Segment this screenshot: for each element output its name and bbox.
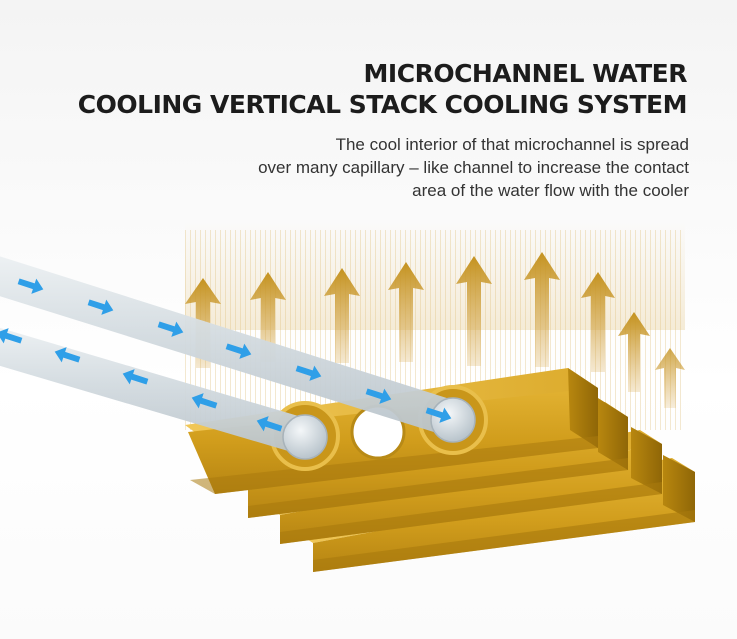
flow-arrow-icon — [365, 388, 392, 404]
flow-arrow-icon — [225, 343, 252, 359]
heat-arrow-icon — [388, 262, 424, 362]
heat-arrow-icon — [655, 348, 685, 408]
heat-arrow-icon — [456, 256, 492, 366]
flow-arrow-icon — [157, 321, 184, 337]
headline: MICROCHANNEL WATER COOLING VERTICAL STAC… — [77, 58, 688, 120]
flow-arrow-icon — [191, 393, 218, 409]
description: The cool interior of that microchannel i… — [129, 133, 689, 202]
flow-arrow-icon — [17, 278, 44, 294]
flow-arrow-icon — [87, 299, 114, 315]
description-line-3: area of the water flow with the cooler — [412, 181, 689, 200]
flow-arrow-icon — [295, 365, 322, 381]
heat-arrow-icon — [250, 272, 286, 362]
heat-arrow-icon — [618, 312, 650, 392]
description-line-2: over many capillary – like channel to in… — [258, 158, 689, 177]
flow-arrow-icon — [425, 407, 452, 423]
description-line-1: The cool interior of that microchannel i… — [335, 135, 689, 154]
flow-arrows — [0, 278, 452, 432]
heat-arrow-icon — [324, 268, 360, 363]
flow-arrow-icon — [0, 328, 23, 344]
flow-arrow-icon — [54, 347, 81, 363]
flow-arrow-icon — [256, 416, 283, 432]
headline-line-2: COOLING VERTICAL STACK COOLING SYSTEM — [77, 90, 688, 119]
heat-arrow-icon — [581, 272, 615, 372]
heat-arrow-icon — [524, 252, 560, 367]
headline-line-1: MICROCHANNEL WATER — [363, 59, 688, 88]
heat-arrows — [185, 252, 685, 408]
flow-arrow-icon — [122, 369, 149, 385]
